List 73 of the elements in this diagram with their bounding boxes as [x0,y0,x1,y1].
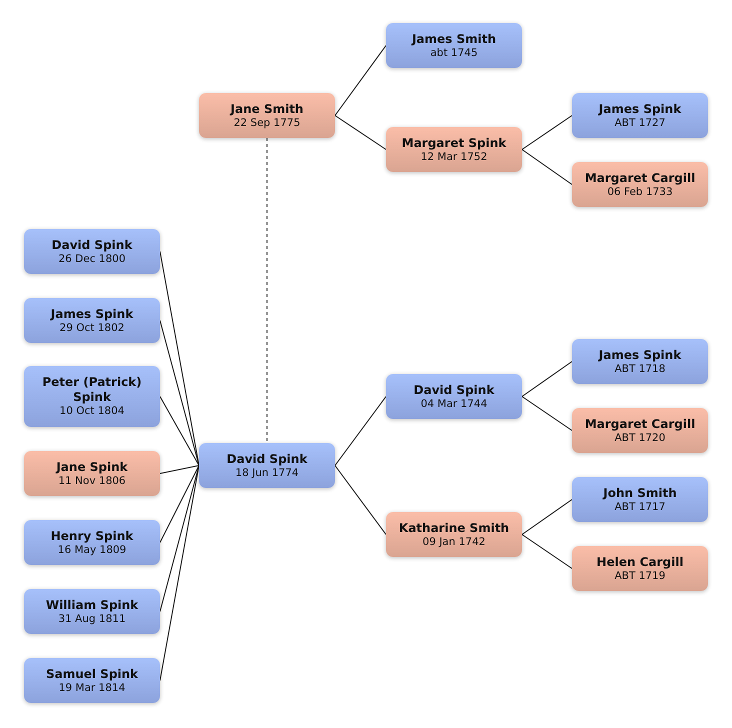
person-name: Samuel Spink [46,666,138,682]
connector-line [522,499,572,535]
connector-line [160,320,200,466]
person-card [572,546,708,591]
person-card [386,23,522,68]
person-card [24,366,160,427]
birth-date: 10 Oct 1804 [60,405,124,418]
birth-date: 16 May 1809 [58,544,126,556]
person-name: James Spink [598,102,682,116]
person-name: James Smith [412,32,496,46]
birth-date: 12 Mar 1752 [420,150,488,164]
person-card [24,658,160,703]
person-card [572,162,708,207]
birth-date: ABT 1727 [614,116,666,130]
person-card [24,298,160,343]
connector-line [334,465,386,535]
person-card [386,512,522,557]
connector-line [522,115,572,150]
person-name: David Spink [52,238,132,252]
person-name: William Spink [46,598,138,612]
connector-line [160,396,200,466]
birth-date: 22 Sep 1775 [234,116,300,130]
person-card [572,477,708,522]
person-name: Peter (Patrick) Spink [41,375,143,405]
connector-line [522,534,572,569]
connector-line [522,396,572,431]
birth-date: ABT 1717 [614,500,666,514]
birth-date: 26 Dec 1800 [58,252,126,266]
person-card [24,520,160,565]
person-name: David Spink [414,382,494,398]
birth-date: 18 Jun 1774 [235,466,299,480]
connector-line [522,361,572,397]
connector-line [334,115,386,150]
person-name: Jane Spink [56,460,128,474]
connector-line [334,396,386,466]
birth-date: 31 Aug 1811 [58,612,126,626]
connector-line [160,465,200,543]
connector-line [160,465,200,612]
connector-line [334,45,386,116]
person-name: Margaret Cargill [584,170,696,186]
person-card [24,229,160,274]
dashed-connector [266,138,268,443]
birth-date: ABT 1718 [614,362,666,376]
person-name: Margaret Cargill [584,416,696,432]
birth-date: abt 1745 [430,46,478,60]
birth-date: 19 Mar 1814 [58,682,126,694]
person-name: Katharine Smith [398,520,510,536]
person-card [199,93,335,138]
birth-date: 04 Mar 1744 [420,398,488,410]
person-name: James Spink [598,348,682,362]
person-card [24,589,160,634]
birth-date: 29 Oct 1802 [60,322,124,334]
person-card [199,443,335,488]
person-name: Jane Smith [230,102,304,116]
person-card [386,374,522,419]
birth-date: 11 Nov 1806 [58,474,126,488]
person-name: Margaret Spink [402,136,506,150]
person-card [386,127,522,172]
person-card [572,408,708,453]
birth-date: 09 Jan 1742 [422,536,486,548]
person-name: Henry Spink [50,528,134,544]
person-name: Helen Cargill [596,554,684,570]
birth-date: 06 Feb 1733 [607,186,673,198]
birth-date: ABT 1719 [614,570,666,582]
person-name: David Spink [226,452,308,466]
connector-line [522,149,572,185]
person-name: James Spink [50,306,134,322]
person-card [572,339,708,384]
person-card [572,93,708,138]
birth-date: ABT 1720 [614,432,666,444]
connector-line [160,465,200,474]
person-name: John Smith [603,486,677,500]
person-card [24,451,160,496]
